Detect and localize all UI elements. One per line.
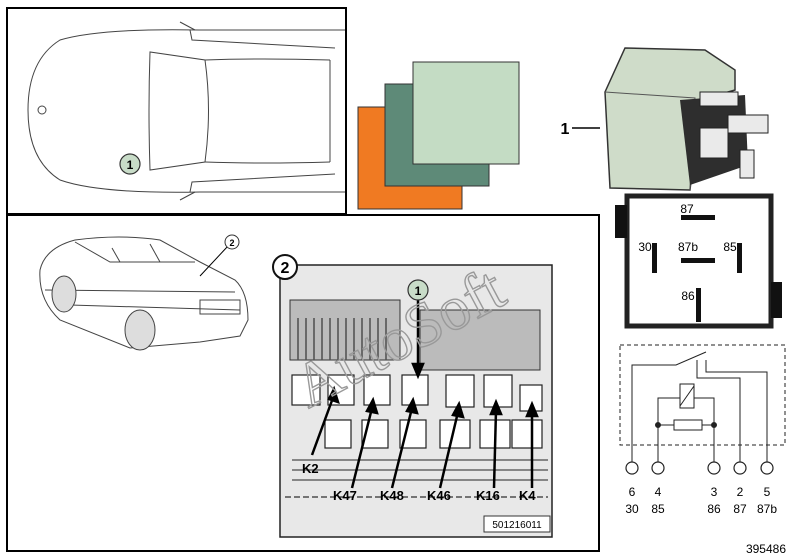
schematic-pin-name: 87 [733, 502, 747, 516]
fuse-box-callout-1: 1 [415, 284, 422, 298]
schematic-pin-name: 86 [707, 502, 721, 516]
label-k4: K4 [519, 488, 536, 503]
relay-photo [604, 47, 769, 191]
top-view-callout: 1 [127, 158, 134, 172]
schematic-pin-name: 30 [625, 502, 639, 516]
pin-diagram [615, 193, 782, 329]
schematic-pin-num: 5 [764, 485, 771, 499]
top-view-callout-circle [119, 153, 141, 175]
pin-87-label: 87 [680, 202, 694, 216]
schematic-pin-num: 3 [711, 485, 718, 499]
schematic-pin-num: 4 [655, 485, 662, 499]
pin-30-label: 30 [638, 240, 652, 254]
schematic-pin-name: 87b [757, 502, 777, 516]
car-top-view [27, 21, 345, 201]
label-k47: K47 [333, 488, 357, 503]
label-k48: K48 [380, 488, 404, 503]
car-side-view [39, 236, 249, 351]
schematic-pin-num: 2 [737, 485, 744, 499]
relay-schematic [619, 344, 786, 462]
fuse-box-callout-1-circle [407, 279, 429, 301]
fuse-box-callout-2-circle [272, 254, 298, 280]
top-view-panel [6, 7, 347, 215]
schematic-pin-num: 6 [629, 485, 636, 499]
schematic-pin-name: 85 [651, 502, 665, 516]
side-view-callout-circle [224, 234, 240, 250]
part-number-box [483, 515, 551, 533]
part-number: 501216011 [492, 520, 542, 531]
swatch-light-green [412, 61, 520, 165]
label-k46: K46 [427, 488, 451, 503]
schematic-terminals [625, 461, 774, 475]
label-k2: K2 [302, 461, 319, 476]
label-k16: K16 [476, 488, 500, 503]
fuse-box-callout-2: 2 [281, 260, 290, 277]
side-view-leader [199, 245, 229, 277]
pin-86-label: 86 [681, 289, 695, 303]
side-view-callout: 2 [229, 238, 234, 248]
pin-85-label: 85 [723, 240, 737, 254]
relay-item-label: 1 [561, 121, 570, 138]
reference-number: 395486 [746, 542, 786, 556]
pin-87b-label: 87b [678, 240, 698, 254]
fuse-box-arrows [310, 296, 539, 489]
